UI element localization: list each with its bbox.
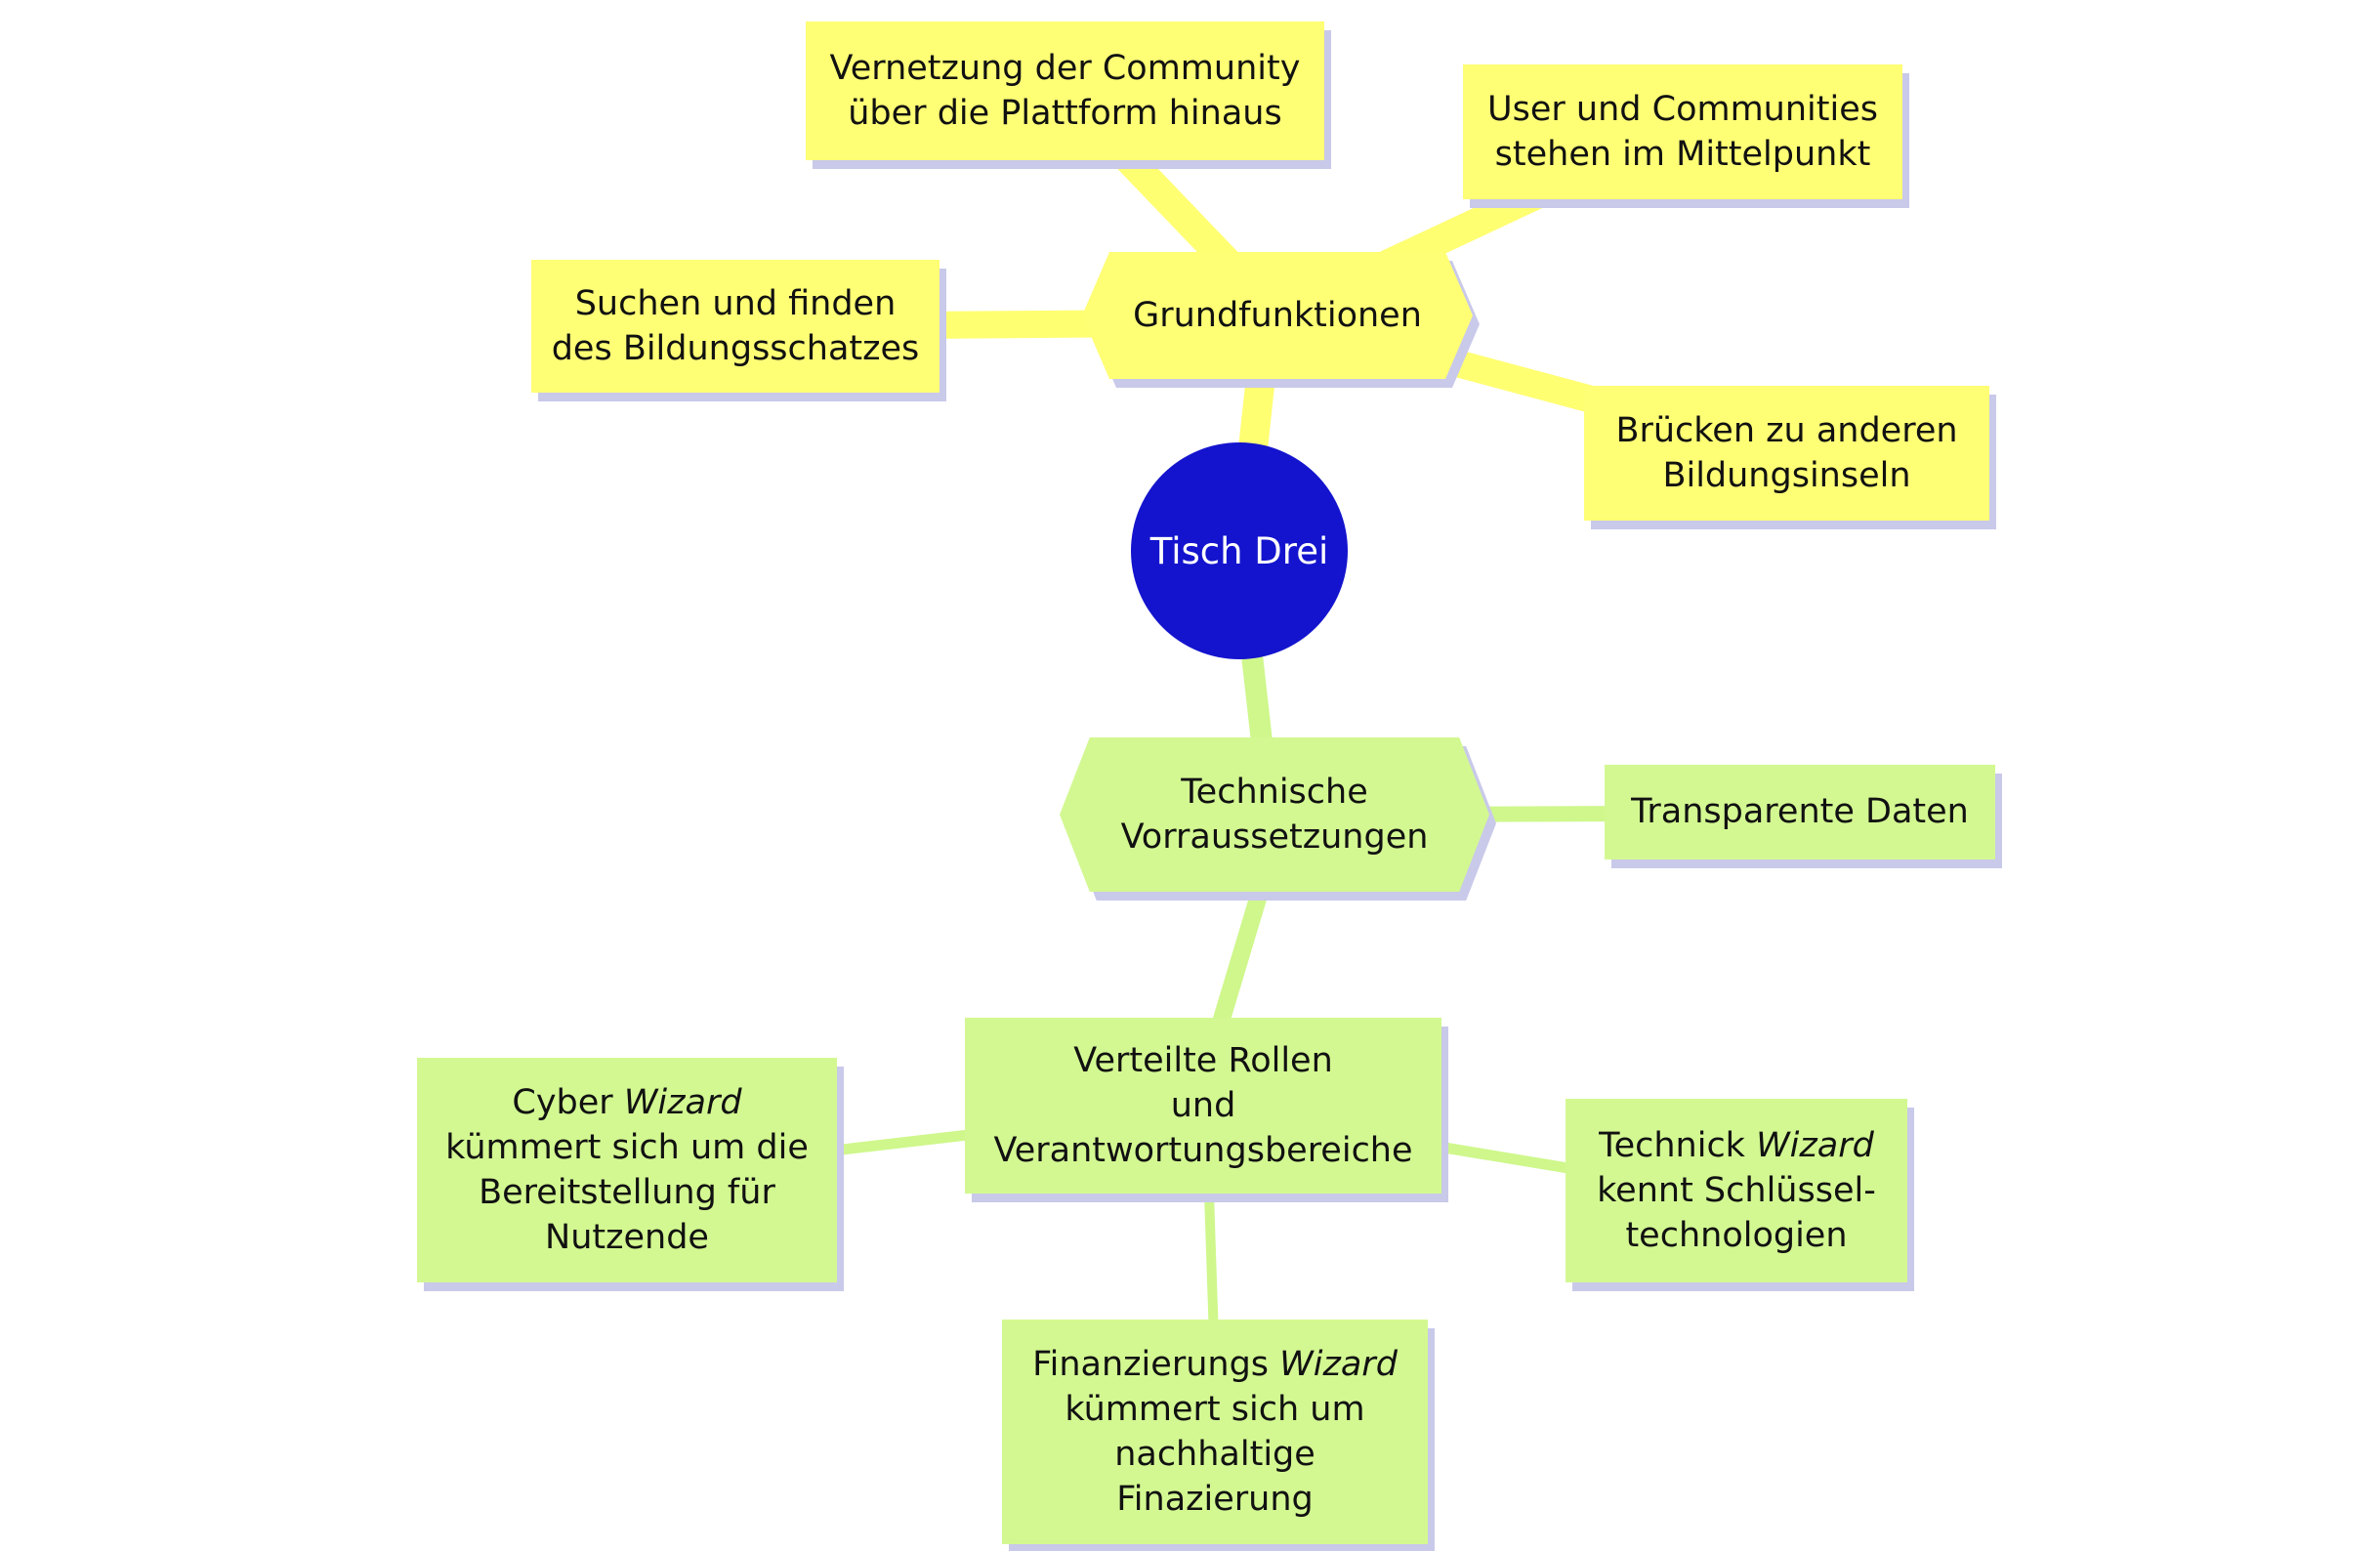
- node-technische-label: Technische Vorraussetzungen: [1060, 737, 1489, 892]
- node-grundfunktionen-label: Grundfunktionen: [1082, 252, 1473, 379]
- node-finanzierungs-wizard[interactable]: Finanzierungs Wizard kümmert sich um nac…: [1002, 1320, 1428, 1544]
- node-tisch-drei[interactable]: Tisch Drei: [1131, 442, 1348, 659]
- node-verteilte-rollen[interactable]: Verteilte Rollen und Verantwortungsberei…: [965, 1018, 1441, 1194]
- node-cyber-wizard[interactable]: Cyber Wizard kümmert sich um die Bereits…: [417, 1058, 837, 1282]
- node-bruecken[interactable]: Brücken zu anderen Bildungsinseln: [1584, 386, 1989, 521]
- node-suchen-finden[interactable]: Suchen und finden des Bildungsschatzes: [531, 260, 939, 393]
- node-technick-wizard-text: Technick Wizard kennt Schlüssel- technol…: [1597, 1125, 1876, 1256]
- node-transparente-daten[interactable]: Transparente Daten: [1605, 765, 1995, 859]
- node-vernetzung[interactable]: Vernetzung der Community über die Plattf…: [806, 21, 1324, 160]
- node-grundfunktionen[interactable]: Grundfunktionen: [1082, 252, 1480, 388]
- node-finanzierungs-wizard-text: Finanzierungs Wizard kümmert sich um nac…: [1032, 1344, 1398, 1520]
- node-technick-wizard[interactable]: Technick Wizard kennt Schlüssel- technol…: [1566, 1099, 1907, 1282]
- node-user-communities[interactable]: User und Communities stehen im Mittelpun…: [1463, 64, 1902, 199]
- node-cyber-wizard-text: Cyber Wizard kümmert sich um die Bereits…: [445, 1082, 809, 1258]
- node-technische-vorraussetzungen[interactable]: Technische Vorraussetzungen: [1060, 737, 1496, 901]
